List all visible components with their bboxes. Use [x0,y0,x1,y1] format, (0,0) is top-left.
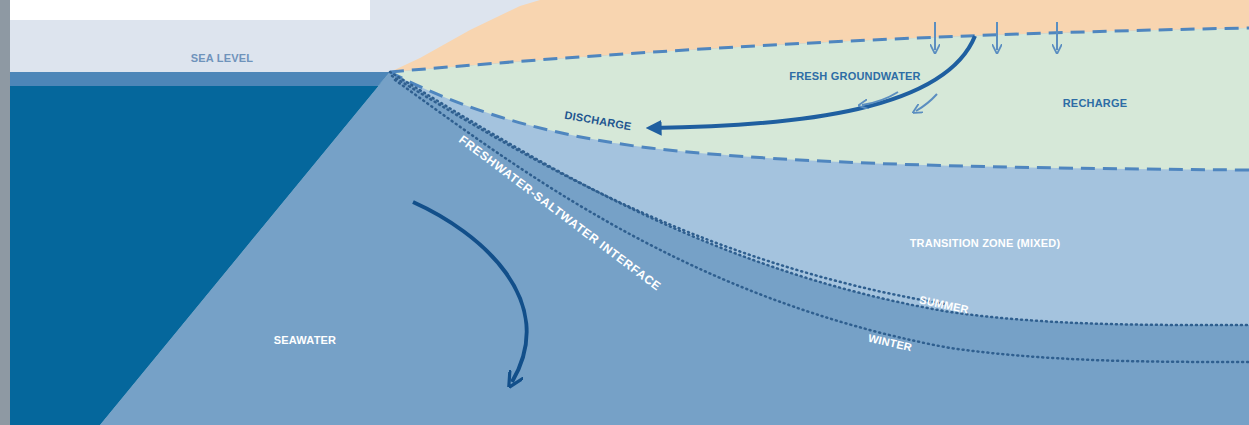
recharge-arrow [996,22,998,50]
title-box-fragment [10,0,370,20]
sea-level-label: SEA LEVEL [191,53,254,64]
interface-label: FRESHWATER-SALTWATER INTERFACE [457,133,663,293]
recharge-arrow [1056,22,1058,50]
water-table-line [390,28,1249,72]
season-label: WINTER [867,333,913,354]
flow-arrow [916,94,937,111]
zone-label: SEAWATER [274,335,337,346]
flow-label: DISCHARGE [564,110,633,133]
flow-arrow [862,92,898,105]
season-label: SUMMER [918,294,969,315]
fresh-lens-boundary [390,72,1249,170]
sea-surface [10,72,390,86]
transition-zone-fill [390,28,1249,325]
zone-label: TRANSITION ZONE (MIXED) [910,238,1061,249]
page-edge [0,0,10,425]
winter-interface-line [395,80,1249,362]
interface-line [392,76,945,304]
summer-interface-line [390,72,1249,325]
discharge-flow-arrow [652,36,975,128]
zone-label: FRESH GROUNDWATER [789,71,921,82]
recharge-arrow [934,22,936,50]
open-sea [10,72,390,425]
seawater-intrusion-arrow [413,202,527,382]
land-surface [390,0,1249,72]
flow-label: RECHARGE [1063,98,1128,109]
